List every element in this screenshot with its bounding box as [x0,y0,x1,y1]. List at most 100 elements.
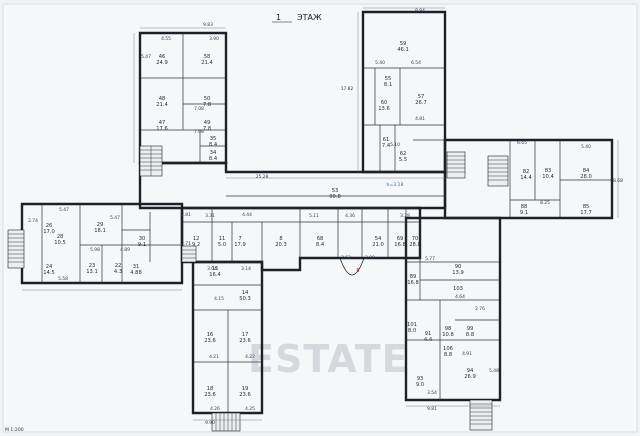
dimension-value: 3.90 [209,36,219,42]
room-number: 61 [383,137,390,143]
room-label: 358.4 [209,136,218,148]
stair-sw-inner [181,245,197,263]
room-area: 17.9 [234,242,246,248]
room-number: 24 [46,264,53,270]
room-number: 22 [115,263,122,269]
room-number: 84 [583,168,590,174]
outer-walls [20,10,614,415]
room-area: 28.8 [409,242,421,248]
room-number: 70 [412,236,419,242]
room-area: 7.4 [382,143,391,149]
room-number: 19 [242,386,249,392]
room-area: 10.5 [54,240,66,246]
room-label: 348.4 [209,150,218,162]
dimension-value: 2.62 [341,255,351,261]
room-number: 103 [453,286,463,292]
dimension-value: 5.47 [141,54,151,60]
dimension-value: 8.68 [613,178,623,184]
room-number: 15 [212,266,219,272]
room-area: 17.7 [580,210,592,216]
room-area: 8.4 [316,242,325,248]
room-area: 28.0 [580,174,592,180]
watermark: ESTATE [248,337,409,381]
ceiling-height-mark: h=3.18 [387,182,404,188]
room-area: 10.8 [442,332,454,338]
room-area: 21.4 [156,102,168,108]
wing-se-outline [404,216,502,402]
room-number: 83 [545,168,552,174]
room-area: 23.6 [239,338,251,344]
room-label: 889.1 [520,204,528,216]
interior-walls [41,33,612,413]
room-number: 69 [397,236,404,242]
dimension-value: 9.90 [205,420,215,426]
room-number: 34 [210,150,217,156]
room-area: 8.4 [209,156,218,162]
room-label: 314.88 [130,264,142,276]
dimension-value: 4.55 [161,36,171,42]
room-number: 46 [159,54,166,60]
floor-title: 1 ЭТАЖ [272,13,322,23]
room-number: 94 [467,368,474,374]
room-area: 24.9 [156,60,168,66]
room-area: 90.8 [329,194,341,200]
entrance-porch [339,257,365,276]
dimension-value: 4.15 [214,296,224,302]
room-number: 55 [385,76,392,82]
dimension-value: 3.04 [207,266,217,272]
stair-e [487,155,509,187]
dimension-value: 5.48 [489,368,499,374]
room-number: 7 [238,236,241,242]
room-number: 26 [46,223,53,229]
dimension-value: 2.81 [181,212,191,218]
dimension-value: 7.08 [194,129,204,135]
room-label: 914.4 [424,331,433,343]
room-area: 9.1 [520,210,528,216]
dimension-value: 17.82 [341,86,354,92]
room-area: 13.9 [452,270,464,276]
room-label: 224.3 [114,263,122,275]
dimension-value: 5.40 [375,60,385,66]
room-label: 717.9 [234,236,246,248]
dimension-value: 8.25 [540,200,550,206]
room-number: 98 [445,326,452,332]
dimension-value: 4.36 [345,213,355,219]
dimension-value: 6.65 [517,140,527,146]
room-area: 5.5 [399,157,407,163]
dimension-value: 2.90 [365,255,375,261]
room-number: 23 [89,263,96,269]
dimension-value: 3.14 [241,266,251,272]
dimension-value: 9.83 [203,22,213,28]
room-number: 49 [204,120,211,126]
room-number: 58 [204,54,211,60]
stair-nw [139,145,163,177]
room-label: 103 [453,286,463,292]
room-number: 8 [279,236,282,242]
dimension-value: 4.25 [245,406,255,412]
dimension-value: 3.71 [181,241,191,247]
room-number: 90 [455,264,462,270]
room-area: 26.9 [464,374,476,380]
room-number: 50 [204,96,211,102]
room-label: 497.8 [203,120,211,132]
room-area: 14.5 [43,270,55,276]
wing-e-outline [443,138,614,220]
dimension-lines [22,7,619,421]
